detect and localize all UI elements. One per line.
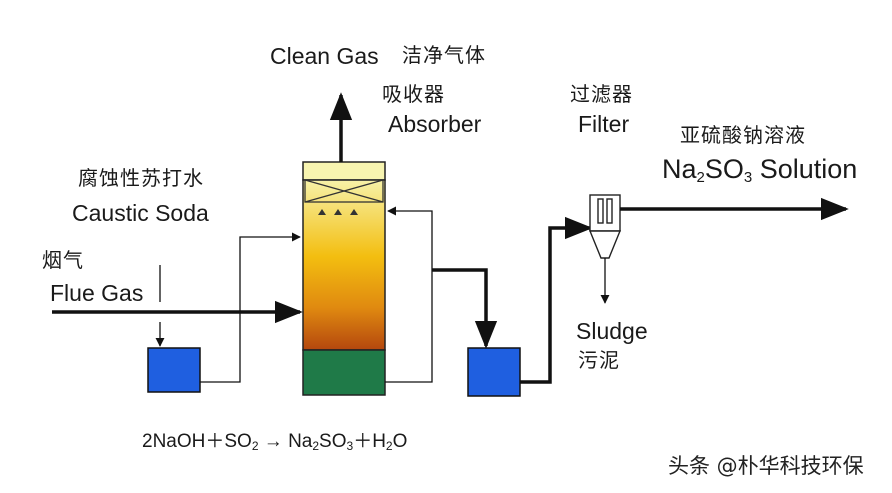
watermark: 头条 @朴华科技环保 (668, 454, 864, 478)
eq-part-4: ＋H (353, 431, 386, 452)
sludge-label-zh: 污泥 (578, 348, 620, 372)
clean-gas-label-zh: 洁净气体 (402, 43, 486, 67)
absorber-column (302, 161, 386, 396)
filter-unit (588, 194, 622, 259)
recirculation-line (385, 206, 433, 383)
filter-label-en: Filter (578, 111, 630, 137)
caustic-to-absorber-line (200, 232, 301, 383)
eq-part-2: Na (288, 431, 313, 452)
solution-so: SO (704, 154, 744, 184)
solution-label-zh: 亚硫酸钠溶液 (680, 123, 806, 147)
solution-label-en: Na2SO3 Solution (662, 154, 858, 186)
absorber-label-zh: 吸收器 (382, 82, 445, 106)
caustic-tank (147, 347, 201, 393)
caustic-label-zh: 腐蚀性苏打水 (78, 166, 204, 190)
demister-icon (304, 179, 384, 203)
eq-sub-1: 2 (251, 439, 259, 453)
eq-part-5: O (392, 431, 408, 452)
absorber-body (302, 179, 386, 351)
solution-sub-2: 2 (696, 169, 705, 186)
spray-nozzles-icon (318, 209, 358, 215)
caustic-label-en: Caustic Soda (72, 200, 209, 226)
solution-rest: Solution (752, 154, 858, 184)
eq-sub-4: 2 (385, 439, 393, 453)
flue-gas-label-zh: 烟气 (42, 248, 84, 272)
clean-gas-label-en: Clean Gas (270, 43, 379, 69)
settling-tank (467, 347, 521, 397)
eq-arrow: → (263, 431, 283, 452)
flue-gas-label-en: Flue Gas (50, 280, 144, 306)
filter-label-zh: 过滤器 (570, 82, 633, 106)
eq-sub-3: 3 (346, 439, 354, 453)
absorber-to-tank-line (432, 268, 498, 349)
solution-sub-3: 3 (743, 169, 753, 186)
absorber-top-section (302, 161, 386, 181)
sludge-label-en: Sludge (576, 318, 648, 344)
absorber-label-en: Absorber (388, 111, 482, 137)
tank-to-filter-line (520, 216, 593, 384)
solution-na: Na (662, 154, 697, 184)
eq-sub-2: 2 (312, 439, 320, 453)
eq-part-1: 2NaOH＋SO (142, 431, 252, 452)
absorber-base (302, 349, 386, 396)
eq-part-3: SO (319, 431, 347, 452)
reaction-equation: 2NaOH＋SO2 → Na2SO3＋H2O (142, 432, 407, 452)
